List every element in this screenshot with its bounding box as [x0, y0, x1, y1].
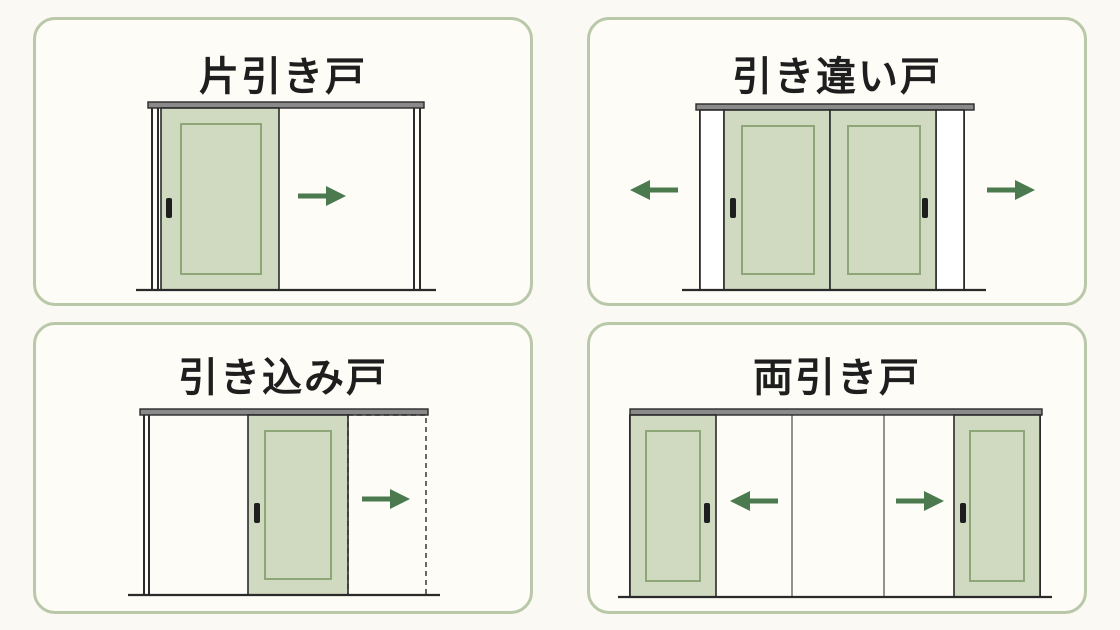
card-single-sliding-door: 片引き戸	[33, 17, 533, 306]
door-panel	[645, 430, 701, 582]
card-title: 片引き戸	[199, 54, 367, 100]
door-handle-icon	[960, 503, 966, 523]
sliding-door	[247, 414, 349, 596]
card-double-sliding-door: 引き違い戸	[587, 17, 1087, 306]
card-title: 引き違い戸	[732, 54, 942, 100]
right-sliding-door	[953, 414, 1041, 598]
door-handle-icon	[254, 503, 260, 523]
door-panel	[264, 430, 332, 580]
door-panel	[180, 123, 262, 275]
arrow-left-icon	[630, 180, 678, 200]
door-handle-icon	[704, 503, 710, 523]
card-bi-parting-sliding-door: 両引き戸	[587, 322, 1087, 614]
door-handle-icon	[166, 198, 172, 218]
door-panel	[969, 430, 1025, 582]
card-title: 両引き戸	[753, 355, 921, 401]
top-rail	[695, 103, 975, 111]
arrow-left-icon	[730, 491, 778, 511]
door-panel	[847, 125, 921, 275]
top-rail	[147, 101, 425, 109]
top-rail	[139, 408, 429, 416]
arrow-right-icon	[987, 180, 1035, 200]
top-rail	[629, 408, 1043, 416]
card-title: 引き込み戸	[178, 355, 388, 401]
arrow-right-icon	[896, 491, 944, 511]
door-handle-icon	[730, 198, 736, 218]
wall-pocket	[347, 414, 427, 596]
arrow-right-icon	[298, 186, 346, 206]
double-sliding-diagram	[630, 103, 1035, 292]
door-panel	[741, 125, 815, 275]
bi-parting-diagram	[618, 408, 1052, 599]
arrow-right-icon	[362, 489, 410, 509]
left-sliding-door	[629, 414, 717, 598]
pocket-sliding-diagram	[128, 408, 440, 597]
single-sliding-diagram	[136, 101, 436, 292]
door-handle-icon	[922, 198, 928, 218]
card-pocket-sliding-door: 引き込み戸	[33, 322, 533, 614]
